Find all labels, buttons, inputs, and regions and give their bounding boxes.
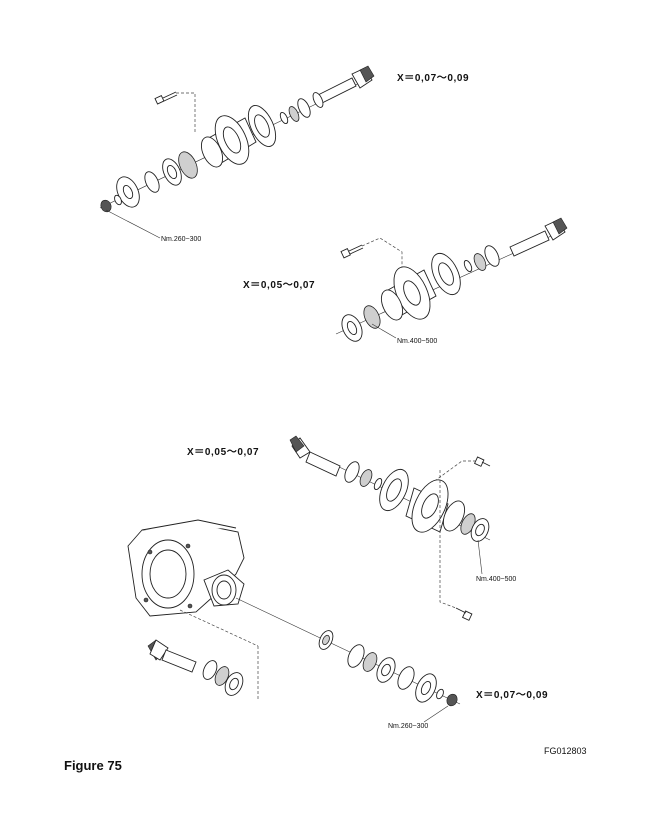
clearance-label-middle: X＝0,05～0,07 [243, 280, 315, 291]
top-assembly: Nm.260~300 X＝0,07～0,09 [99, 65, 469, 243]
bottom-parts-chain: Nm.260~300 X＝0,07～0,09 [315, 630, 548, 730]
top-pinion-shaft [312, 65, 375, 108]
lower-upper-bolt [473, 456, 491, 467]
middle-flange-plate [431, 252, 461, 296]
lower-front-parts [460, 513, 490, 542]
figure-caption: Figure 75 [64, 758, 122, 773]
torque-label-middle: Nm.400~500 [397, 338, 437, 345]
top-flange-plate [247, 105, 277, 147]
clearance-label-bottom: X＝0,07～0,09 [476, 690, 548, 701]
middle-pinion-shaft [509, 217, 568, 257]
middle-assembly: Nm.400~500 X＝0,05～0,07 [243, 217, 568, 345]
middle-housing [380, 266, 437, 321]
top-bolt [154, 91, 178, 105]
lower-bearings [344, 461, 383, 491]
top-housing [200, 115, 257, 168]
middle-front-parts [341, 305, 381, 342]
top-companion-flange [116, 176, 140, 208]
top-bearings [279, 98, 311, 125]
lower-housing [405, 479, 466, 533]
clearance-label-lower: X＝0,05～0,07 [187, 447, 259, 458]
clearance-label-top: X＝0,07～0,09 [397, 73, 469, 84]
lower-assembly: Nm.400~500 X＝0,05～0,07 [187, 435, 516, 621]
lower-pinion-shaft [289, 435, 341, 477]
middle-bolt [340, 244, 364, 259]
middle-bearings [463, 245, 500, 273]
lower-lower-bolt [455, 607, 473, 621]
top-front-parts [144, 151, 198, 193]
top-nut [100, 194, 122, 213]
axle-housing [127, 519, 317, 700]
lower-flange-plate [379, 468, 409, 512]
torque-label-top: Nm.260~300 [161, 236, 201, 243]
figure-code: FG012803 [544, 746, 587, 756]
torque-label-bottom: Nm.260~300 [388, 723, 428, 730]
torque-label-lower-right: Nm.400~500 [476, 576, 516, 583]
bottom-pinion [147, 639, 244, 696]
